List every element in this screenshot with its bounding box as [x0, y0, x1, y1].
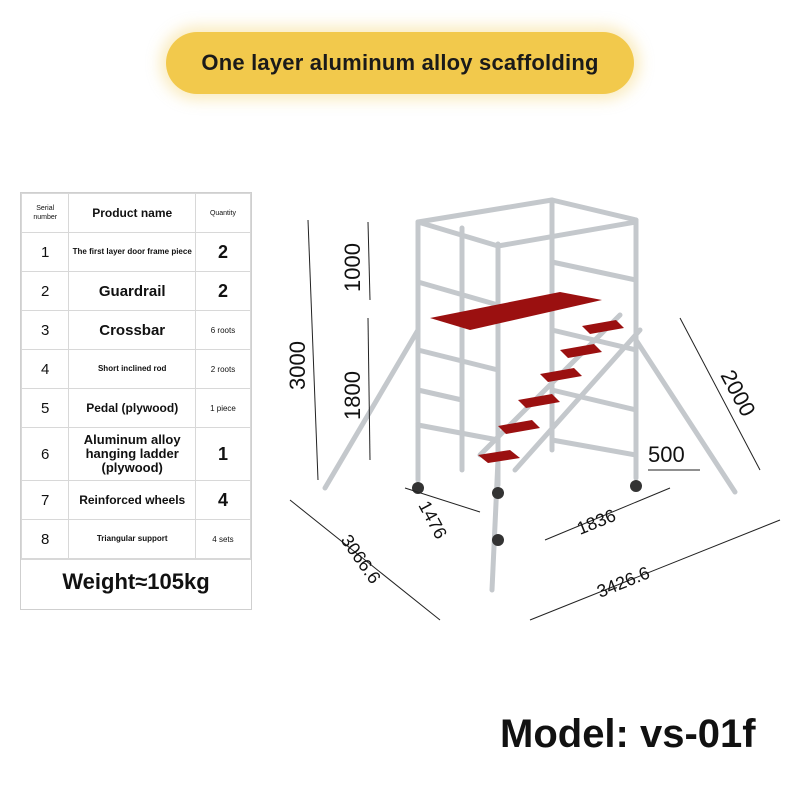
wheel-icon — [492, 487, 504, 499]
title-banner: One layer aluminum alloy scaffolding — [166, 32, 634, 94]
row-quantity: 4 — [194, 480, 252, 520]
row-quantity: 2 roots — [194, 349, 252, 389]
row-quantity: 6 roots — [194, 310, 252, 350]
pedal-platform — [430, 292, 602, 330]
dim-1000: 1000 — [340, 243, 365, 292]
ladder-step — [478, 450, 520, 463]
row-serial: 1 — [20, 232, 70, 272]
row-serial: 6 — [20, 427, 70, 481]
row-quantity: 2 — [194, 271, 252, 311]
row-serial: 5 — [20, 388, 70, 428]
table-row: 1 The first layer door frame piece 2 — [20, 232, 252, 272]
row-product-name: The first layer door frame piece — [68, 232, 196, 272]
dim-1800: 1800 — [340, 371, 365, 420]
row-product-name: Guardrail — [68, 271, 196, 311]
wheel-icon — [492, 534, 504, 546]
ladder-step — [540, 368, 582, 382]
row-product-name: Short inclined rod — [68, 349, 196, 389]
ladder-step — [582, 320, 624, 334]
table-row: 6 Aluminum alloy hanging ladder (plywood… — [20, 427, 252, 481]
ladder-step — [498, 420, 540, 434]
dim-3000: 3000 — [285, 341, 310, 390]
header-product-name: Product name — [68, 193, 196, 233]
table-row: 4 Short inclined rod 2 roots — [20, 349, 252, 389]
row-serial: 4 — [20, 349, 70, 389]
row-product-name: Triangular support — [68, 519, 196, 559]
dim-2000: 2000 — [716, 366, 761, 421]
parts-table: Serial number Product name Quantity 1 Th… — [20, 192, 252, 610]
row-quantity: 2 — [194, 232, 252, 272]
weight-label: Weight≈105kg — [21, 559, 251, 604]
dim-3426: 3426.6 — [594, 563, 653, 602]
dim-1836: 1836 — [574, 505, 619, 539]
row-product-name: Aluminum alloy hanging ladder (plywood) — [68, 427, 196, 481]
ladder-step — [518, 394, 560, 408]
platform-pieces — [430, 292, 624, 463]
model-label: Model: vs-01f — [500, 712, 756, 756]
table-row: 2 Guardrail 2 — [20, 271, 252, 311]
dimension-lines — [289, 219, 781, 621]
ladder-step — [560, 344, 602, 358]
row-product-name: Crossbar — [68, 310, 196, 350]
dim-1476: 1476 — [414, 497, 450, 542]
table-row: 8 Triangular support 4 sets — [20, 519, 252, 559]
table-row: 3 Crossbar 6 roots — [20, 310, 252, 350]
wheels — [412, 480, 642, 546]
row-product-name: Pedal (plywood) — [68, 388, 196, 428]
dim-500: 500 — [648, 442, 685, 467]
scaffold-frame — [322, 197, 738, 593]
dim-3066: 3066.6 — [337, 531, 385, 588]
wheel-icon — [630, 480, 642, 492]
row-quantity: 1 — [194, 427, 252, 481]
row-product-name: Reinforced wheels — [68, 480, 196, 520]
table-row: 5 Pedal (plywood) 1 piece — [20, 388, 252, 428]
row-serial: 8 — [20, 519, 70, 559]
banner-title: One layer aluminum alloy scaffolding — [201, 50, 599, 75]
header-quantity: Quantity — [194, 193, 252, 233]
row-quantity: 4 sets — [194, 519, 252, 559]
